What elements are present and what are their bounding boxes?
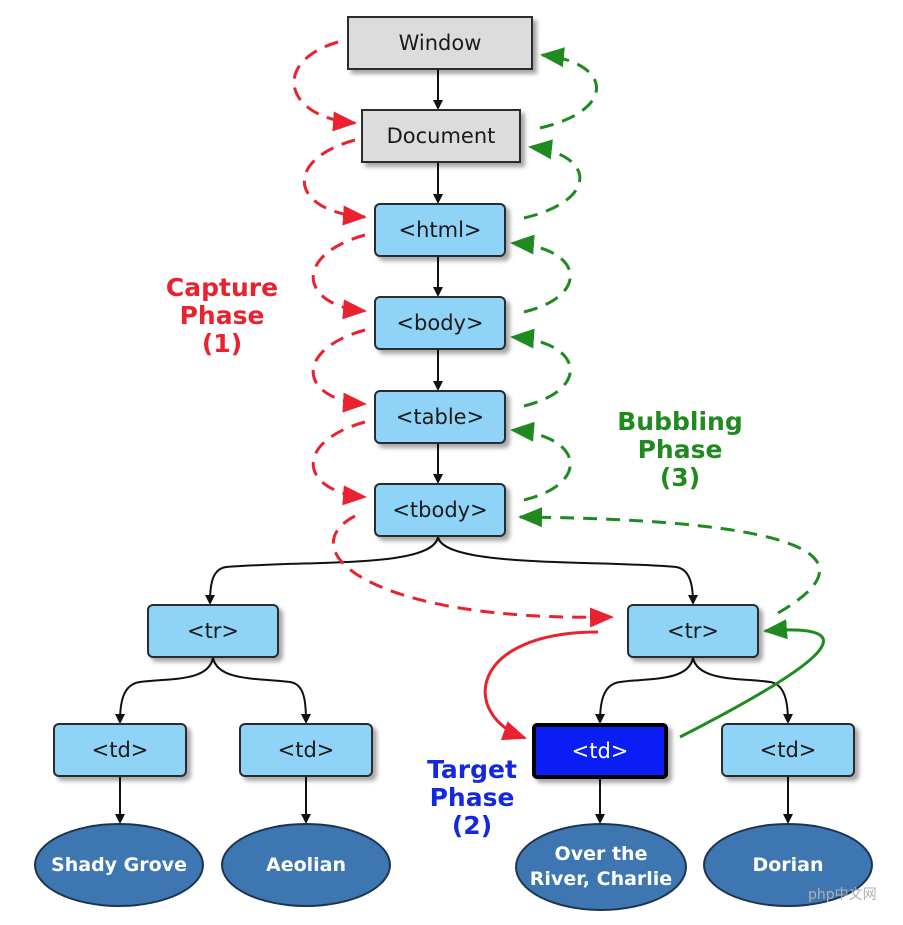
capture-arrows <box>292 40 614 628</box>
html-node: <html> <box>374 203 506 257</box>
bubbling-phase-line1: Bubbling <box>617 407 743 436</box>
target-phase-line1: Target <box>427 755 517 784</box>
leaf-shady-grove: Shady Grove <box>34 823 204 907</box>
td-node-1: <td> <box>53 723 187 777</box>
leaf-aeolian: Aeolian <box>221 823 391 907</box>
body-node: <body> <box>374 296 506 350</box>
td-node-2: <td> <box>239 723 373 777</box>
target-phase-line3: (2) <box>451 811 493 840</box>
td-node-target: <td> <box>532 723 668 779</box>
target-phase-line2: Phase <box>429 783 515 812</box>
capture-phase-line3: (1) <box>201 329 243 358</box>
target-phase-label: Target Phase (2) <box>412 756 532 840</box>
capture-to-target-arrow <box>483 630 599 741</box>
bubbling-phase-line3: (3) <box>659 463 701 492</box>
tr-node-left: <tr> <box>147 604 279 658</box>
target-to-bubble-arrow <box>679 619 825 739</box>
tree-edges <box>115 70 793 824</box>
leaf-dorian: Dorian <box>703 823 873 907</box>
leaf-over-the-river-charlie: Over the River, Charlie <box>515 823 687 911</box>
window-node: Window <box>347 16 533 70</box>
table-node: <table> <box>374 390 506 444</box>
tr-node-right: <tr> <box>627 604 759 658</box>
td-node-4: <td> <box>721 723 855 777</box>
bubbling-phase-label: Bubbling Phase (3) <box>600 408 760 492</box>
tbody-node: <tbody> <box>374 483 506 537</box>
capture-phase-line2: Phase <box>179 301 265 330</box>
capture-phase-line1: Capture <box>165 273 279 302</box>
document-node: Document <box>361 109 521 163</box>
bubbling-arrows <box>510 47 821 615</box>
bubbling-phase-line2: Phase <box>637 435 723 464</box>
capture-phase-label: Capture Phase (1) <box>152 274 292 358</box>
watermark: php中文网 <box>808 887 877 903</box>
